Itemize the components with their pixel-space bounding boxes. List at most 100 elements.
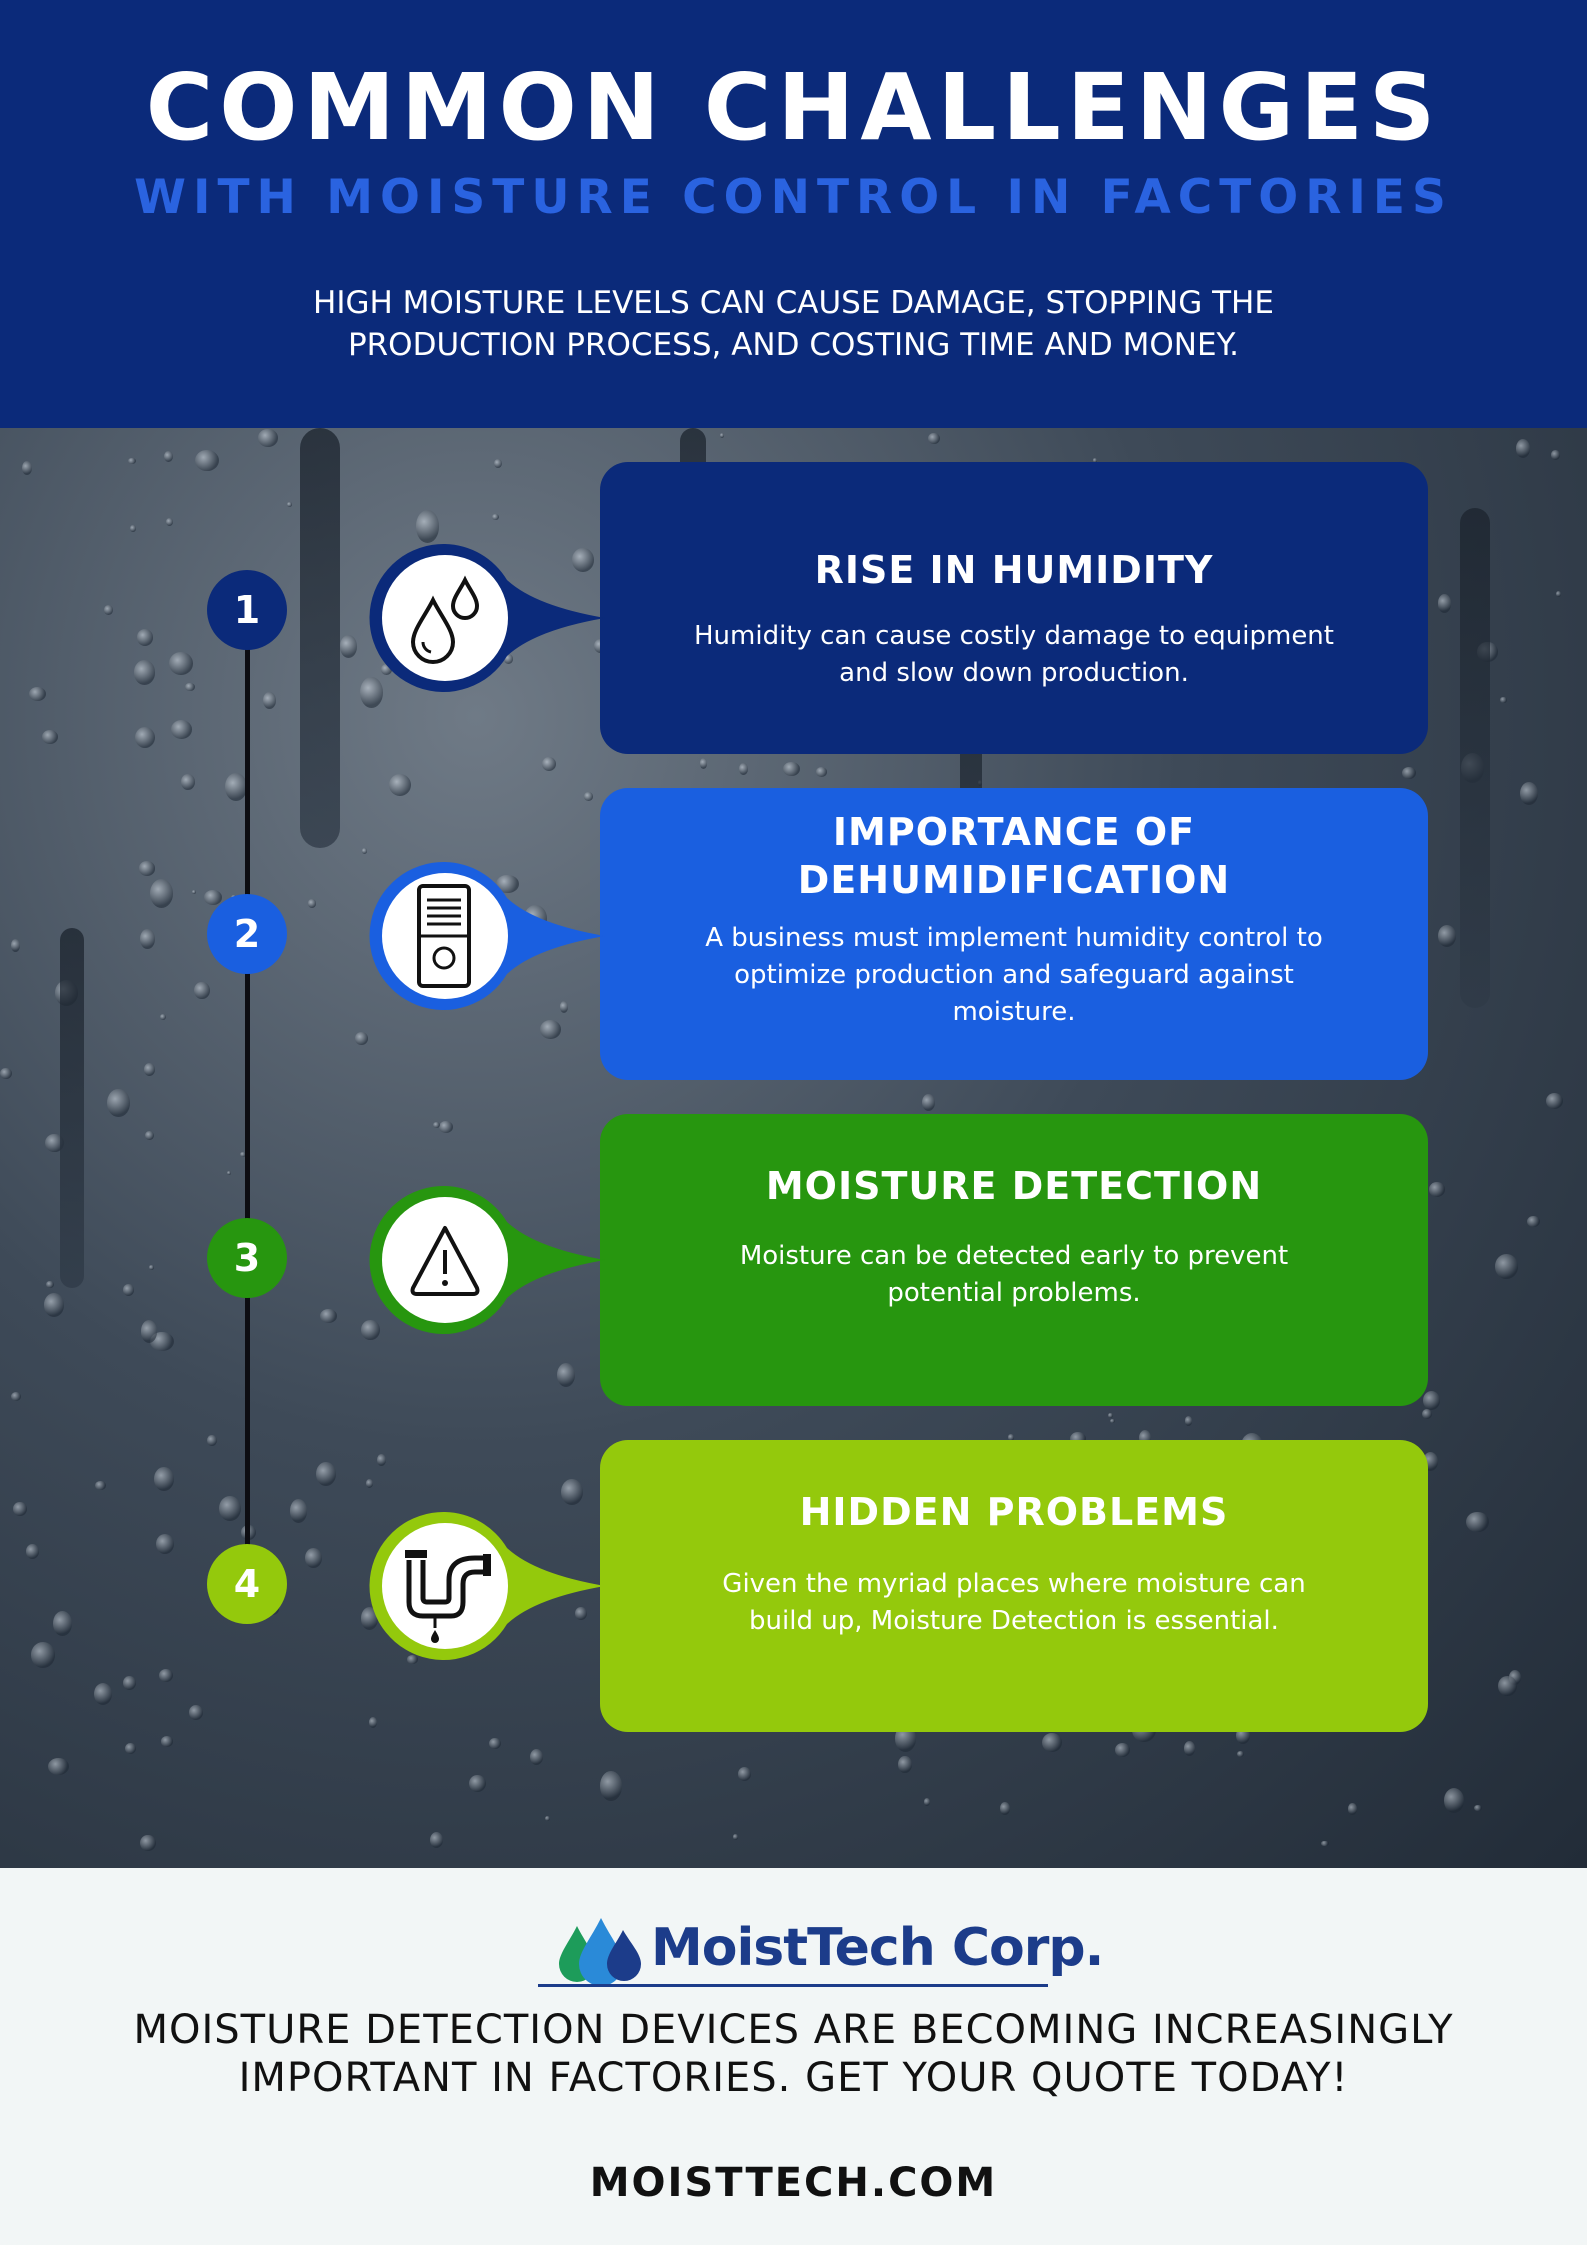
droplet xyxy=(93,1683,113,1705)
droplet xyxy=(123,1284,134,1296)
droplet xyxy=(556,1362,576,1387)
water-streak xyxy=(300,428,340,848)
step-icon-badge-2 xyxy=(365,856,605,1016)
step-icon-badge-3 xyxy=(365,1180,605,1340)
droplet xyxy=(191,890,196,895)
droplet xyxy=(11,1391,21,1401)
droplet xyxy=(153,1466,174,1492)
droplet xyxy=(1520,781,1539,806)
droplet xyxy=(699,758,708,769)
droplet xyxy=(541,757,557,772)
droplet xyxy=(148,1265,155,1270)
droplet xyxy=(13,1501,27,1517)
droplet xyxy=(898,1755,912,1774)
droplet xyxy=(1551,450,1560,460)
droplet xyxy=(170,719,193,739)
droplet xyxy=(360,1319,380,1341)
website-link[interactable]: MOISTTECH.COM xyxy=(589,2160,998,2206)
droplet xyxy=(169,652,193,676)
step-title-4: HIDDEN PROBLEMS xyxy=(799,1490,1229,1534)
droplet xyxy=(923,1797,931,1807)
droplet xyxy=(150,1332,175,1352)
droplet xyxy=(782,761,800,777)
logo-text: MoistTech Corp. xyxy=(651,1918,1104,1978)
droplet xyxy=(150,879,174,909)
step-card-1: RISE IN HUMIDITY Humidity can cause cost… xyxy=(600,462,1428,754)
droplet xyxy=(22,461,33,475)
droplet xyxy=(1138,1430,1151,1446)
droplet xyxy=(737,1767,752,1782)
droplet xyxy=(107,1088,130,1118)
droplet xyxy=(41,729,58,745)
droplet xyxy=(47,1757,69,1776)
droplet xyxy=(1000,1801,1010,1815)
call-to-action: MOISTURE DETECTION DEVICES ARE BECOMING … xyxy=(133,2007,1454,2101)
droplet xyxy=(1438,924,1456,947)
droplet xyxy=(815,766,828,777)
droplet xyxy=(1443,1787,1465,1813)
droplet xyxy=(28,687,46,702)
droplet xyxy=(207,1434,217,1446)
droplet xyxy=(1527,1216,1540,1227)
droplet xyxy=(307,899,317,908)
droplet xyxy=(184,682,195,692)
step-text-2: A business must implement humidity contr… xyxy=(705,923,1323,1027)
droplet xyxy=(240,1152,246,1158)
step-card-3: MOISTURE DETECTION Moisture can be detec… xyxy=(600,1114,1428,1406)
droplet xyxy=(438,1121,453,1133)
droplet xyxy=(10,938,21,952)
droplet xyxy=(1402,766,1417,780)
logo-underline xyxy=(538,1984,1048,1987)
droplet xyxy=(1422,1409,1433,1420)
water-drop-logo-icon xyxy=(559,1918,641,1986)
droplet xyxy=(181,774,196,791)
intro-text: HIGH MOISTURE LEVELS CAN CAUSE DAMAGE, S… xyxy=(313,285,1274,363)
droplet xyxy=(145,1130,155,1141)
water-drops-icon xyxy=(369,543,605,692)
droplet xyxy=(45,1133,64,1153)
step-card-4: HIDDEN PROBLEMS Given the myriad places … xyxy=(600,1440,1428,1732)
step-number-3: 3 xyxy=(207,1218,287,1298)
droplet xyxy=(160,1013,167,1021)
step-text-4: Given the myriad places where moisture c… xyxy=(722,1569,1306,1636)
droplet xyxy=(26,1544,40,1559)
droplet xyxy=(559,1001,569,1014)
droplet xyxy=(360,1607,379,1631)
droplet xyxy=(1093,458,1098,463)
header-banner: COMMON CHALLENGES WITH MOISTURE CONTROL … xyxy=(0,0,1587,428)
droplet xyxy=(104,605,114,616)
droplet xyxy=(415,510,440,543)
droplet xyxy=(263,692,276,710)
droplet xyxy=(1466,1511,1489,1533)
step-icon-badge-1 xyxy=(365,538,605,698)
droplet xyxy=(52,1610,72,1637)
step-title-2: IMPORTANCE OF DEHUMIDIFICATION xyxy=(797,810,1231,902)
droplet xyxy=(1007,1434,1015,1441)
droplet xyxy=(340,634,358,658)
warning-icon xyxy=(369,1185,605,1334)
droplet xyxy=(1108,1412,1113,1418)
droplet xyxy=(503,654,514,664)
droplet xyxy=(140,928,155,949)
droplet xyxy=(135,726,156,748)
footer-section: MoistTech Corp. MOISTURE DETECTION DEVIC… xyxy=(0,1868,1587,2245)
droplet xyxy=(95,1481,106,1490)
droplet xyxy=(1321,1840,1329,1847)
droplet xyxy=(225,773,248,801)
step-card-2: IMPORTANCE OF DEHUMIDIFICATION A busines… xyxy=(600,788,1428,1080)
droplet xyxy=(188,1704,204,1720)
step-title-1: RISE IN HUMIDITY xyxy=(814,548,1214,592)
droplet xyxy=(922,1094,936,1112)
droplet xyxy=(227,1170,232,1176)
droplet xyxy=(489,1738,501,1750)
droplet xyxy=(43,1292,65,1317)
step-icon-badge-4 xyxy=(365,1506,605,1666)
droplet xyxy=(1437,594,1452,614)
droplet xyxy=(258,429,279,447)
step-number-1: 1 xyxy=(207,570,287,650)
droplet xyxy=(123,1675,137,1691)
droplet xyxy=(575,1606,588,1621)
droplet xyxy=(369,1717,378,1728)
droplet xyxy=(158,1668,174,1683)
droplet xyxy=(1497,1675,1517,1697)
